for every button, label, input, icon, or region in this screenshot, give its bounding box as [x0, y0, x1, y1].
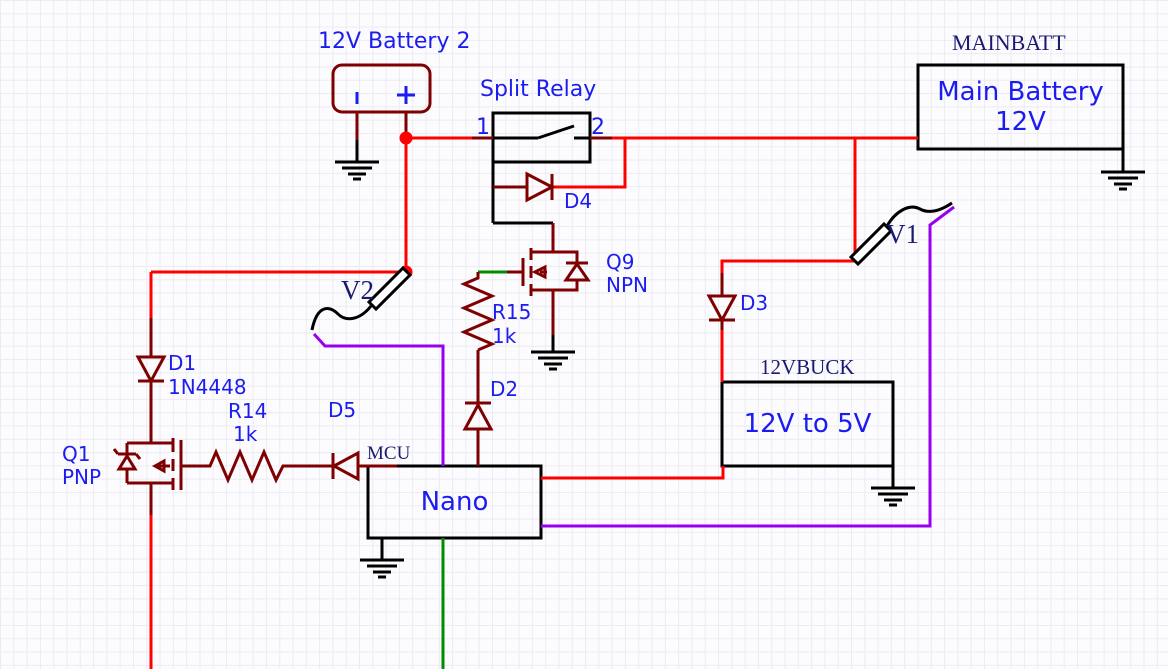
r15-ref-label[interactable]: R15 — [492, 300, 532, 324]
probe-v1-wire[interactable] — [541, 205, 955, 528]
d2-ref-label[interactable]: D2 — [490, 377, 519, 401]
d3-ref-label[interactable]: D3 — [740, 291, 769, 315]
r15-value-label[interactable]: 1k — [492, 324, 517, 348]
split-relay-label[interactable]: Split Relay — [480, 77, 597, 102]
diode-d5-symbol[interactable] — [290, 450, 397, 482]
q9-value-label[interactable]: NPN — [606, 273, 648, 297]
d4-ref-label[interactable]: D4 — [564, 189, 593, 213]
battery2-label[interactable]: 12V Battery 2 — [318, 29, 471, 54]
relay-pin2-label: 2 — [591, 115, 605, 140]
q9-ref-label[interactable]: Q9 — [606, 250, 635, 274]
probe-v2-wire[interactable] — [312, 332, 445, 466]
d1-ref-label[interactable]: D1 — [168, 351, 197, 375]
battery-terminal-marks — [355, 86, 415, 104]
main-battery-box[interactable] — [916, 63, 1125, 151]
v1-probe-label[interactable]: V1 — [886, 219, 919, 249]
diode-d3-symbol[interactable] — [706, 273, 738, 330]
transistor-q9-symbol[interactable] — [507, 223, 591, 335]
transistor-q1-symbol[interactable] — [112, 438, 203, 515]
resistor-r15-symbol[interactable] — [460, 272, 496, 352]
buck-converter-box[interactable] — [720, 380, 895, 468]
d1-value-label[interactable]: 1N4448 — [168, 375, 247, 399]
nano-ground[interactable] — [360, 538, 404, 579]
buck-text[interactable]: 12V to 5V — [743, 409, 872, 439]
relay-pin1-label: 1 — [476, 115, 490, 140]
probe-v2-symbol[interactable] — [310, 265, 413, 331]
main-battery-ground[interactable] — [1101, 149, 1145, 191]
q1-value-label[interactable]: PNP — [62, 465, 102, 489]
diode-d2-symbol[interactable] — [462, 350, 494, 466]
q9-source-ground[interactable] — [531, 335, 575, 371]
buck-net-label[interactable]: 12VBUCK — [760, 355, 855, 379]
main-battery-text[interactable]: Main Battery 12V — [937, 77, 1104, 137]
buck-ground[interactable] — [871, 466, 915, 507]
battery2-ground[interactable] — [335, 140, 379, 181]
nano-text[interactable]: Nano — [420, 487, 489, 517]
probe-v1-symbol[interactable] — [848, 201, 953, 267]
v2-probe-label[interactable]: V2 — [341, 275, 374, 305]
diode-d4-symbol[interactable] — [493, 171, 556, 203]
diode-d1-symbol[interactable] — [135, 318, 167, 443]
resistor-r14-symbol[interactable] — [203, 448, 290, 484]
mainbatt-net-label[interactable]: MAINBATT — [952, 30, 1066, 55]
d5-ref-label[interactable]: D5 — [328, 398, 357, 422]
q1-ref-label[interactable]: Q1 — [62, 442, 91, 466]
r14-ref-label[interactable]: R14 — [228, 399, 268, 423]
r14-value-label[interactable]: 1k — [233, 422, 258, 446]
battery2-symbol[interactable] — [331, 63, 432, 140]
mcu-net-label[interactable]: MCU — [367, 443, 411, 464]
nano-box[interactable] — [366, 464, 543, 540]
